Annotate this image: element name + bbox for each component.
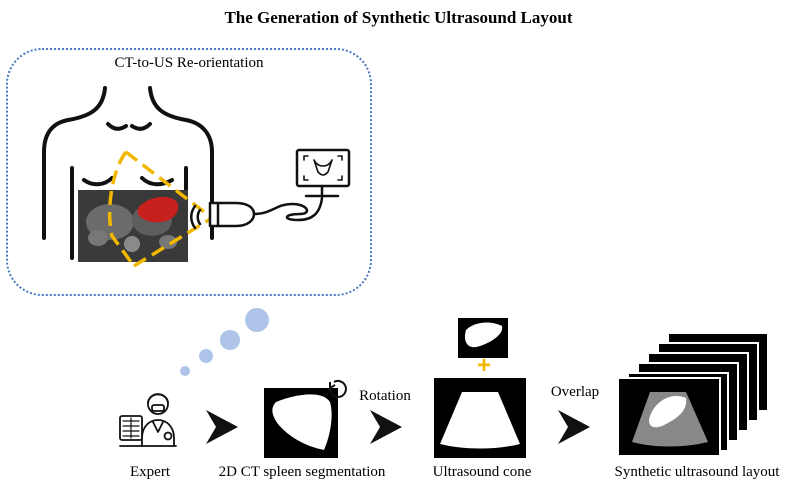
- plus-sign: +: [476, 352, 491, 379]
- cone-image: [434, 378, 526, 458]
- left-chest-line: [82, 176, 114, 187]
- caption-cone: Ultrasound cone: [432, 464, 532, 480]
- flow-arrows: [206, 410, 590, 444]
- arrow-rotation: [370, 410, 402, 444]
- reorientation-label: CT-to-US Re-orientation: [114, 55, 264, 71]
- synthetic-layout-stack: [617, 332, 769, 457]
- right-chest-line: [140, 176, 174, 187]
- rotation-icon: [328, 379, 347, 398]
- signal-wave-outer: [190, 204, 197, 230]
- ultrasound-monitor: [295, 148, 351, 198]
- spleen-region: [137, 196, 179, 223]
- caption-segmentation: 2D CT spleen segmentation: [218, 464, 386, 480]
- caption-rotation: Rotation: [359, 388, 411, 404]
- probe-cable: [252, 196, 324, 222]
- segmentation-image: [264, 388, 338, 458]
- caption-expert: Expert: [130, 464, 170, 480]
- rotated-mask-image: [458, 318, 508, 358]
- page-title: The Generation of Synthetic Ultrasound L…: [224, 8, 573, 27]
- right-shoulder-line: [148, 86, 214, 240]
- scan-plane: [107, 150, 214, 268]
- ultrasound-probe: [190, 196, 324, 230]
- signal-wave-inner: [196, 208, 202, 226]
- caption-overlap: Overlap: [550, 384, 600, 400]
- thought-bubbles: [180, 308, 269, 376]
- left-shoulder-line: [42, 86, 107, 240]
- caption-synthetic: Synthetic ultrasound layout: [614, 464, 780, 480]
- expert-icon: [119, 393, 177, 447]
- collarbone-lines: [106, 122, 152, 131]
- reorientation-panel: [6, 48, 372, 296]
- ct-slice-image: [78, 190, 188, 262]
- arrow-overlap: [558, 410, 590, 444]
- arrow-expert-to-seg: [206, 410, 238, 444]
